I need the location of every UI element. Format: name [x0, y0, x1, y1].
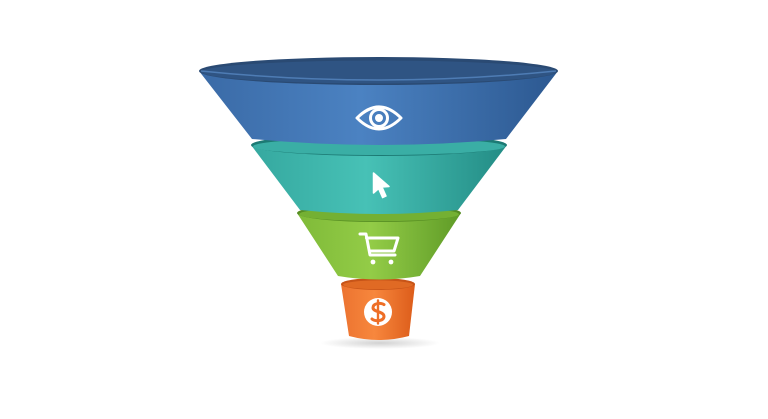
funnel-stage-conversion: [341, 278, 415, 340]
funnel-stage-conversion-inner: [343, 280, 413, 290]
funnel-stage-awareness: [199, 57, 558, 145]
funnel-stage-interest: [251, 134, 507, 214]
cursor-icon: [372, 172, 390, 199]
eye-icon: [355, 105, 403, 131]
funnel-stage-purchase: [297, 204, 461, 280]
funnel-shadow: [320, 337, 440, 349]
funnel-stage-purchase-body: [297, 213, 461, 280]
shopping-cart-icon: [358, 232, 400, 265]
dollar-icon: [364, 298, 392, 326]
